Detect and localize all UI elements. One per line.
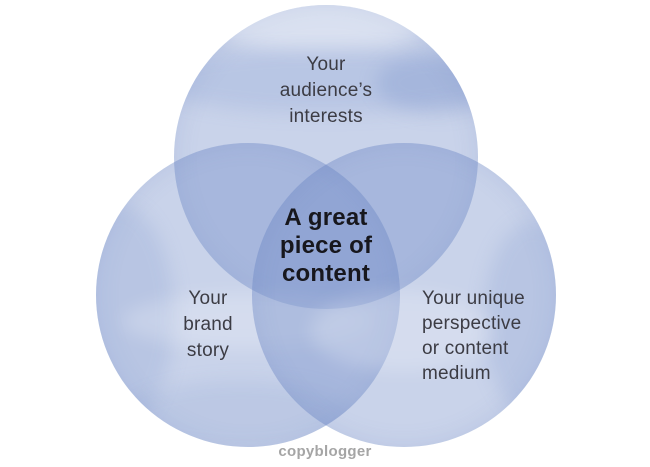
label-line: Your bbox=[306, 54, 346, 75]
circle-brand-story bbox=[96, 143, 400, 447]
watercolor-wash bbox=[376, 53, 478, 113]
label-line: content bbox=[281, 260, 371, 287]
label-line: story bbox=[186, 340, 230, 361]
label-line: Your unique bbox=[422, 288, 525, 309]
label-unique-perspective: Your unique perspective or content mediu… bbox=[422, 286, 577, 386]
label-line: medium bbox=[422, 363, 491, 384]
watercolor-wash bbox=[214, 5, 424, 51]
circle-audience-interests bbox=[174, 5, 478, 309]
watercolor-wash bbox=[174, 49, 478, 113]
watercolor-wash bbox=[122, 293, 372, 349]
label-line: or content bbox=[422, 338, 509, 359]
watercolor-wash bbox=[310, 291, 495, 371]
label-line: A great bbox=[284, 204, 368, 231]
label-line: audience’s bbox=[279, 80, 373, 101]
label-center-content: A great piece of content bbox=[241, 204, 411, 288]
watercolor-wash bbox=[126, 381, 356, 447]
label-line: piece of bbox=[279, 232, 373, 259]
label-audience-interests: Your audience’s interests bbox=[246, 52, 406, 130]
watercolor-wash bbox=[484, 221, 556, 416]
label-line: brand bbox=[183, 314, 233, 335]
label-brand-story: Your brand story bbox=[138, 286, 278, 364]
label-line: perspective bbox=[422, 313, 522, 334]
label-line: Your bbox=[188, 288, 228, 309]
copyblogger-logo: copyblogger bbox=[278, 443, 372, 460]
label-line: interests bbox=[289, 106, 363, 127]
circle-unique-perspective bbox=[252, 143, 556, 447]
